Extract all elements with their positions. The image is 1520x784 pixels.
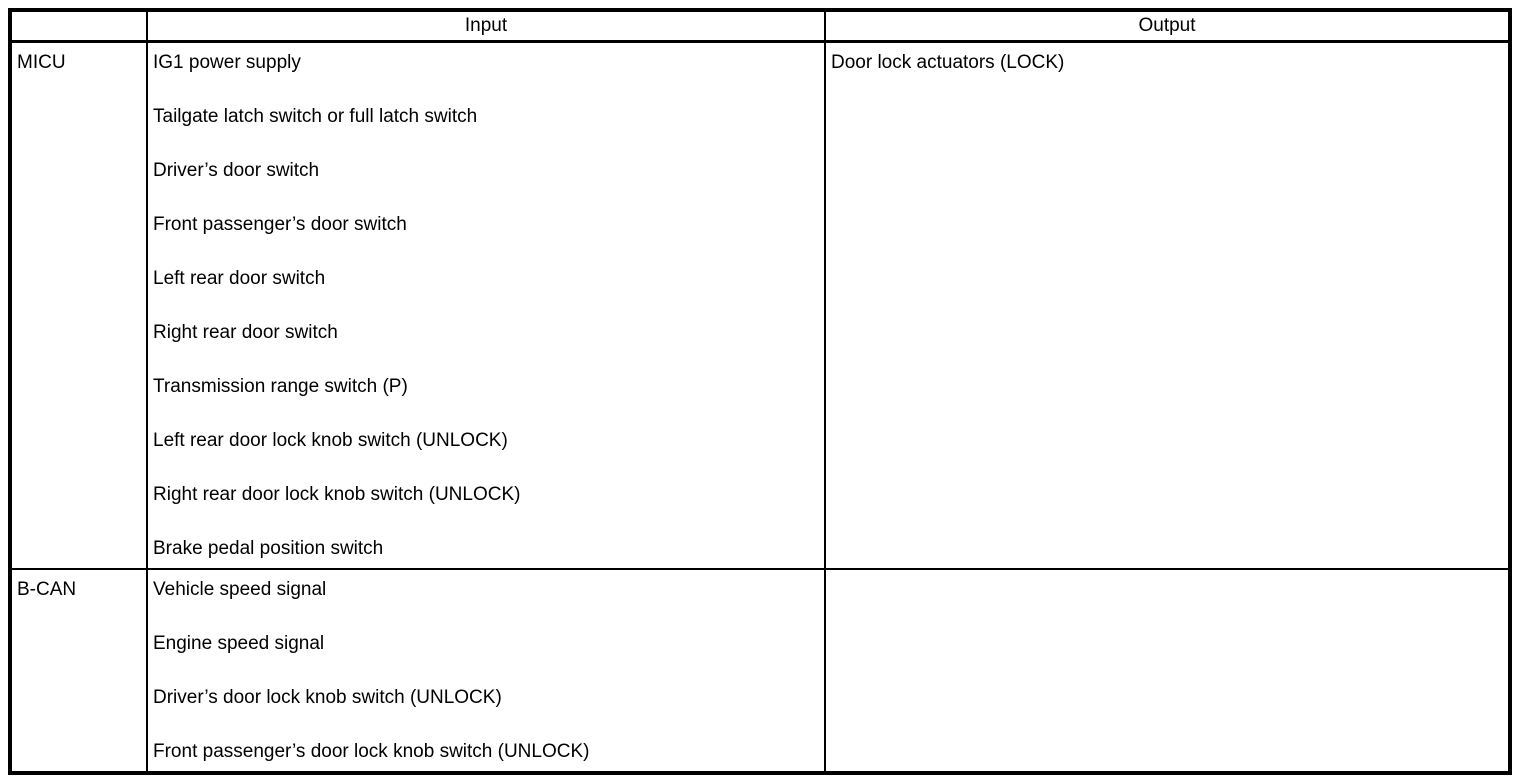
input-item: Transmission range switch (P) [153, 376, 408, 397]
input-item: Vehicle speed signal [153, 579, 327, 600]
input-item: Right rear door lock knob switch (UNLOCK… [153, 484, 521, 505]
input-item: Brake pedal position switch [153, 538, 384, 559]
input-item: IG1 power supply [153, 52, 301, 73]
table-row-micu: MICU IG1 power supply Tailgate latch swi… [10, 41, 1510, 570]
input-item: Driver’s door switch [153, 160, 320, 181]
header-output-cell: Output [825, 10, 1510, 43]
input-item: Driver’s door lock knob switch (UNLOCK) [153, 687, 502, 708]
input-item: Right rear door switch [153, 322, 338, 343]
bcan-input-cell: Vehicle speed signal Engine speed signal… [147, 569, 826, 773]
input-item: Front passenger’s door switch [153, 214, 407, 235]
row-source-label: B-CAN [10, 569, 148, 773]
row-source-label: MICU [10, 41, 148, 570]
output-item: Door lock actuators (LOCK) [831, 52, 1065, 73]
header-source-cell [10, 10, 148, 43]
bcan-output-cell [825, 569, 1510, 773]
input-item: Left rear door switch [153, 268, 326, 289]
header-input-cell: Input [147, 10, 826, 43]
header-row: Input Output [10, 10, 1510, 43]
micu-output-cell: Door lock actuators (LOCK) [825, 41, 1510, 570]
micu-input-cell: IG1 power supply Tailgate latch switch o… [147, 41, 826, 570]
input-output-table: Input Output MICU IG1 power supply Tailg… [8, 8, 1512, 775]
input-item: Left rear door lock knob switch (UNLOCK) [153, 430, 508, 451]
input-item: Front passenger’s door lock knob switch … [153, 741, 590, 762]
table-row-bcan: B-CAN Vehicle speed signal Engine speed … [10, 569, 1510, 773]
input-item: Tailgate latch switch or full latch swit… [153, 106, 478, 127]
input-item: Engine speed signal [153, 633, 325, 654]
